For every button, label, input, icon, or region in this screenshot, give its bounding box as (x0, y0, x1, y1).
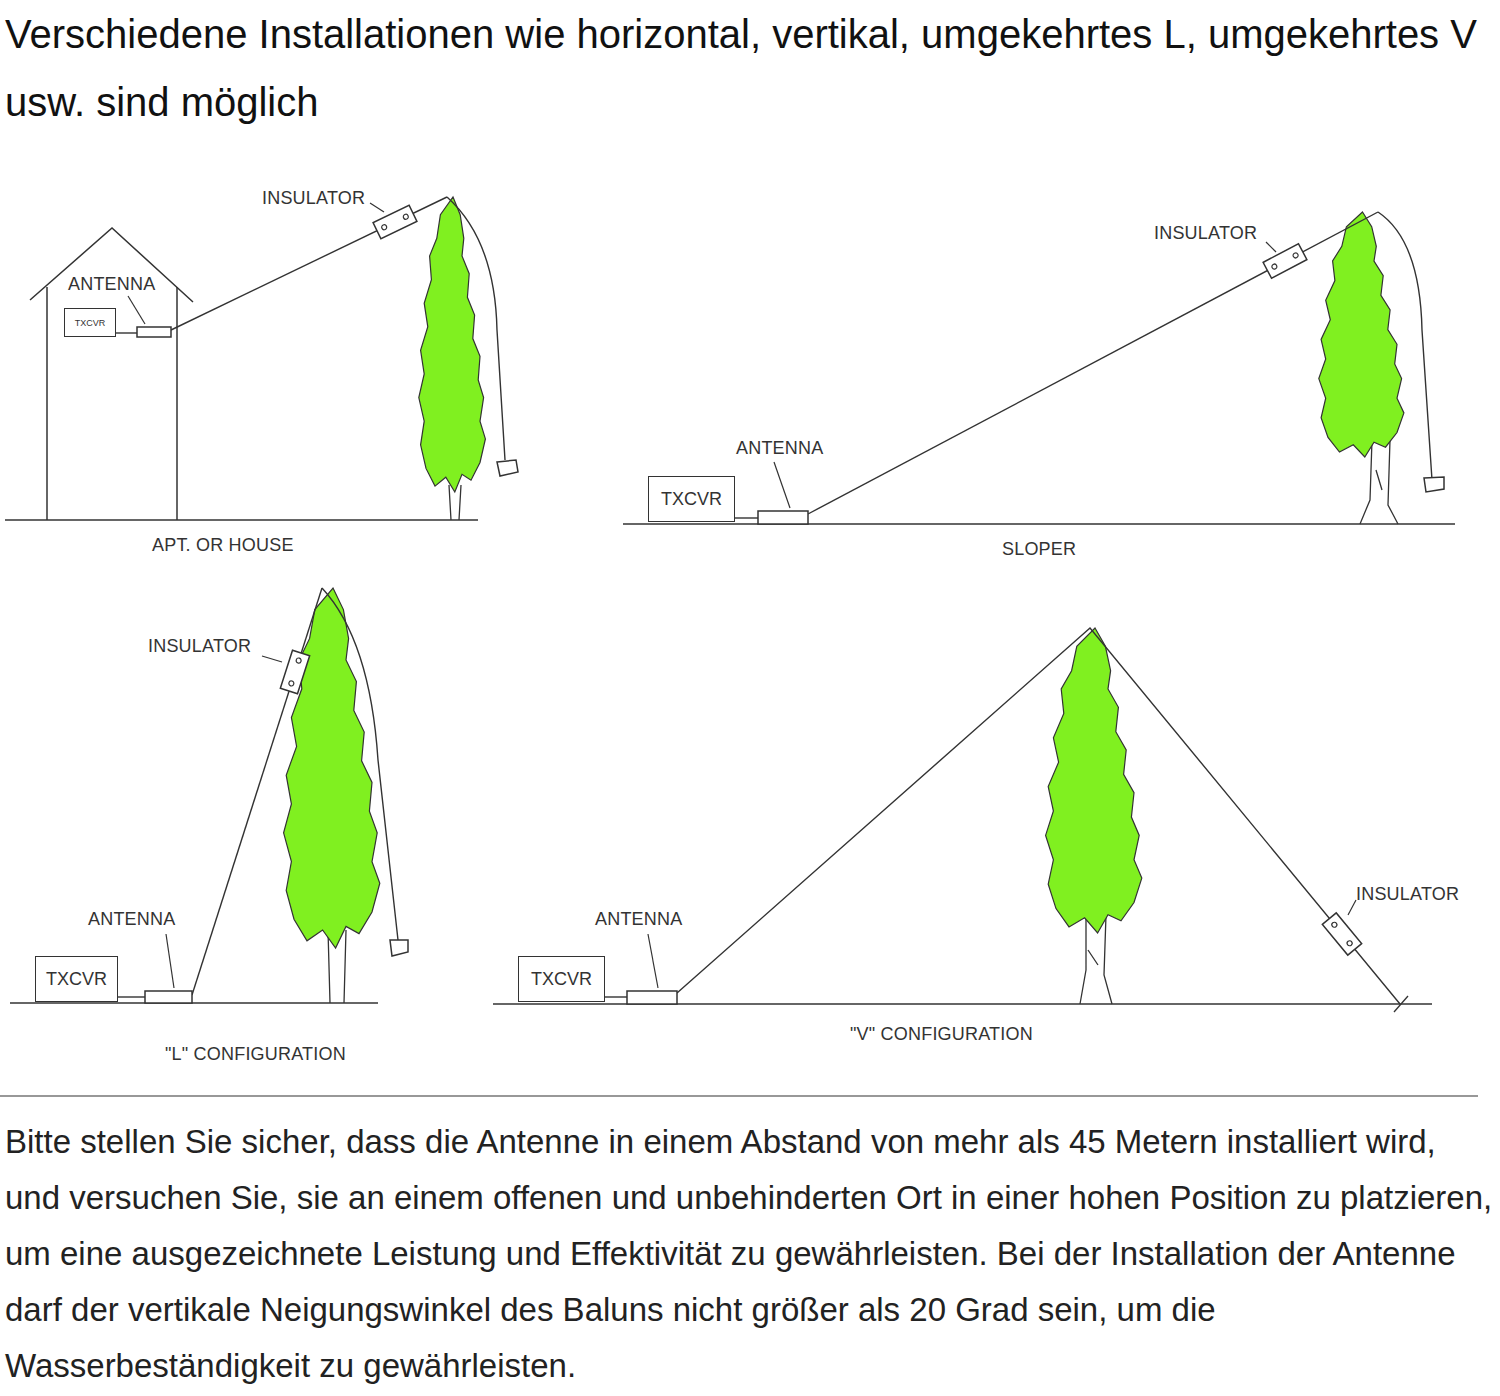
part-label: "V" CONFIGURATION (850, 1024, 1033, 1045)
part-label: "L" CONFIGURATION (165, 1044, 346, 1065)
trees (284, 197, 1404, 1004)
baluns (137, 327, 808, 1004)
installation-note: Bitte stellen Sie sicher, dass die Anten… (5, 1114, 1497, 1394)
transceiver-box: TXCVR (518, 956, 605, 1002)
leader-lines (128, 203, 1356, 988)
part-label: INSULATOR (1154, 223, 1257, 244)
box-text: TXCVR (661, 489, 722, 510)
page-title: Verschiedene Installationen wie horizont… (5, 0, 1495, 136)
part-label: INSULATOR (262, 188, 365, 209)
box-text: TXCVR (531, 969, 592, 990)
part-label: ANTENNA (88, 909, 175, 930)
part-label: APT. OR HOUSE (152, 535, 294, 556)
part-label: INSULATOR (1356, 884, 1459, 905)
antenna-wires (116, 197, 1432, 1012)
box-text: TXCVR (75, 318, 106, 328)
part-label: SLOPER (1002, 539, 1076, 560)
transceiver-box: TXCVR (35, 956, 118, 1002)
weights (390, 460, 1444, 956)
insulators (280, 205, 1361, 955)
part-label: ANTENNA (595, 909, 682, 930)
transceiver-box: TXCVR (64, 308, 116, 337)
transceiver-box: TXCVR (648, 476, 735, 522)
part-label: ANTENNA (736, 438, 823, 459)
part-label: ANTENNA (68, 274, 155, 295)
house-outline (30, 228, 193, 520)
part-label: INSULATOR (148, 636, 251, 657)
box-text: TXCVR (46, 969, 107, 990)
ground-lines (0, 520, 1478, 1096)
